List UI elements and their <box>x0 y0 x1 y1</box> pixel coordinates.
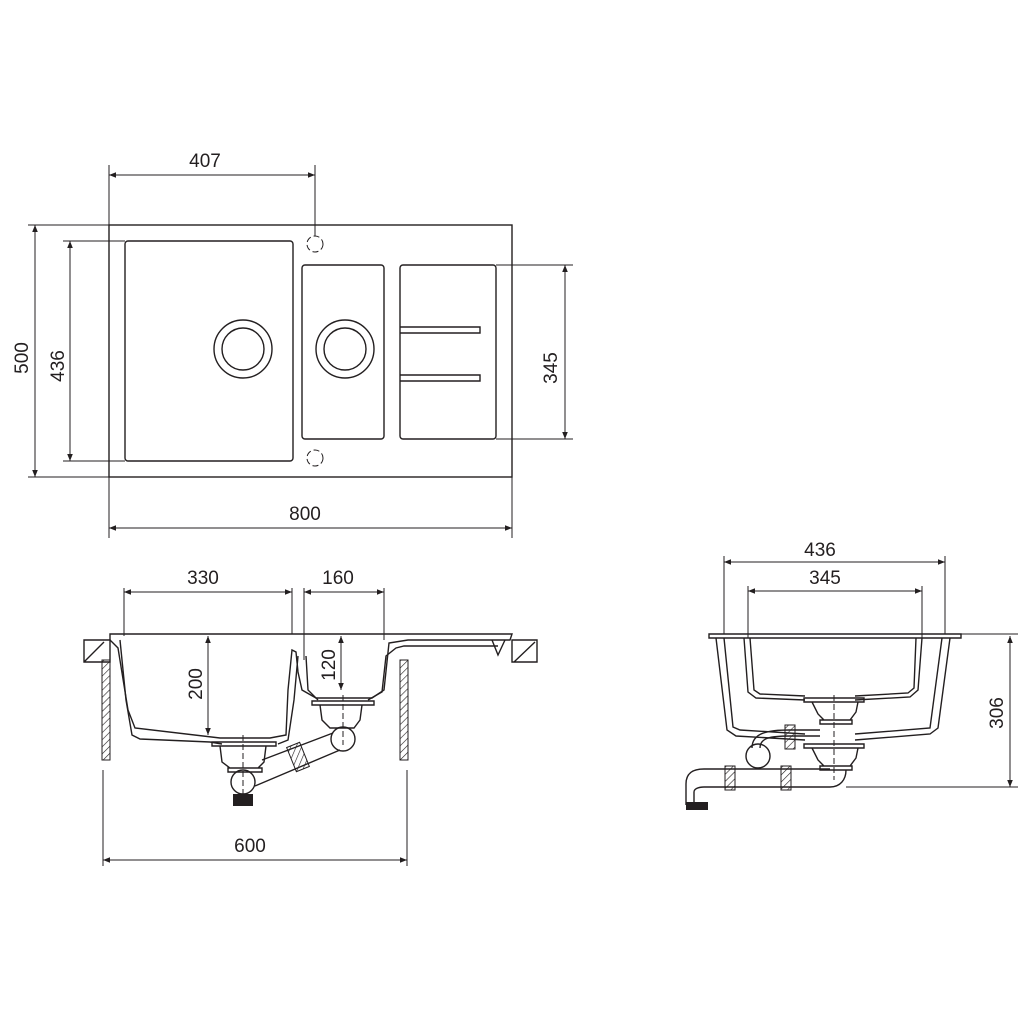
drain-large <box>211 741 277 773</box>
cabinet-wall-right <box>399 659 409 761</box>
front-section-view: 330 160 200 120 600 <box>83 568 538 866</box>
sink-outline <box>108 224 513 478</box>
drain-small-inner <box>323 327 367 371</box>
small-bowl <box>301 264 385 440</box>
sink-body-outline <box>109 633 513 739</box>
dim-label-500: 500 <box>12 342 33 374</box>
pipe-nut <box>784 724 796 750</box>
drainer-grooves <box>400 326 481 382</box>
sink-inner-outline <box>119 639 506 745</box>
dim-label-800: 800 <box>289 504 321 525</box>
sink-rim <box>708 633 962 639</box>
outlet-pipe <box>685 768 847 805</box>
dim-label-306: 306 <box>987 697 1008 729</box>
dim-label-200: 200 <box>186 668 207 700</box>
dim-label-436: 436 <box>48 350 69 382</box>
large-bowl-section <box>715 637 951 741</box>
dim-label-345: 345 <box>541 352 562 384</box>
side-section-view: 436 345 306 <box>685 540 1018 810</box>
dim-label-160: 160 <box>322 568 354 589</box>
overflow-connector <box>745 743 771 769</box>
tap-hole-icon <box>306 235 324 253</box>
pipe-nut <box>724 765 736 791</box>
small-bowl-section <box>743 637 923 701</box>
dim-label-120: 120 <box>319 649 340 681</box>
cabinet-wall-left <box>101 659 111 761</box>
outlet-end <box>686 802 708 810</box>
countertop-right <box>511 639 538 663</box>
drain-small-outer <box>315 319 375 379</box>
dim-label-600: 600 <box>234 836 266 857</box>
pipe-nut <box>780 765 792 791</box>
drainer <box>399 264 497 440</box>
drain-large-outer <box>213 319 273 379</box>
top-view: 407 500 436 345 800 <box>12 151 573 538</box>
large-bowl <box>124 240 294 462</box>
drain-lower <box>803 743 865 771</box>
countertop-left <box>83 639 111 663</box>
tap-hole-icon <box>306 449 324 467</box>
drain-upper <box>803 697 865 725</box>
drain-large-inner <box>221 327 265 371</box>
pipe-nut <box>285 741 311 773</box>
dim-label-436-side: 436 <box>804 540 836 561</box>
trap-small <box>330 726 356 752</box>
dim-label-407: 407 <box>189 151 221 172</box>
dim-label-330: 330 <box>187 568 219 589</box>
dim-label-345-side: 345 <box>809 568 841 589</box>
drain-small <box>311 700 375 729</box>
